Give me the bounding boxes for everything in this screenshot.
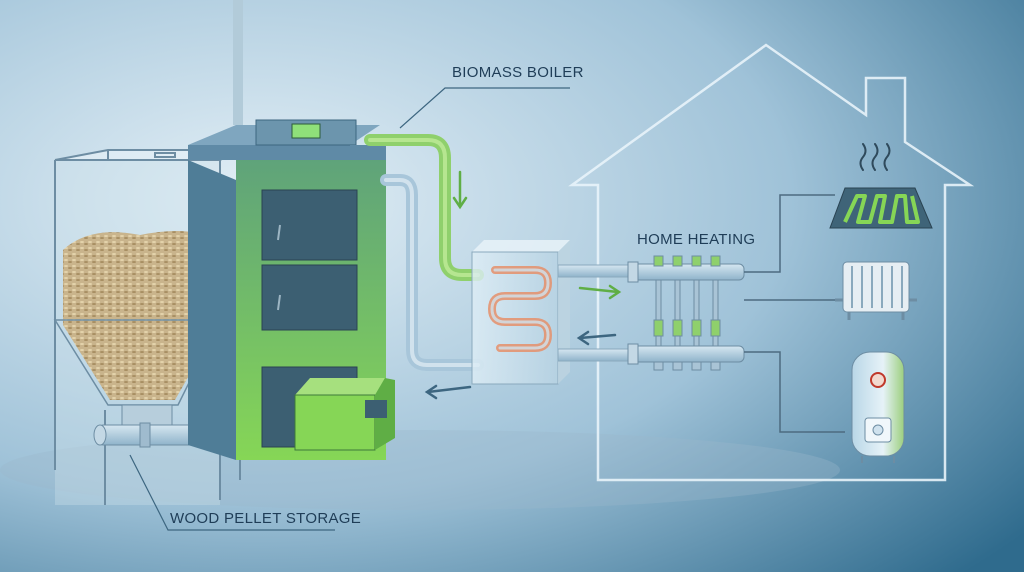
- emitter-connectors: [744, 194, 845, 433]
- chimney: [233, 0, 243, 125]
- biomass-boiler-label: BIOMASS BOILER: [452, 64, 584, 81]
- boiler-display: [291, 123, 321, 139]
- wood-pellet-storage-label: WOOD PELLET STORAGE: [170, 510, 362, 527]
- pellet-storage-bin: [53, 149, 241, 505]
- manifold-icon: [627, 255, 745, 371]
- water-tank-icon: [851, 351, 905, 463]
- heat-exchanger-icon: [471, 240, 570, 385]
- home-heating-label: HOME HEATING: [637, 231, 756, 248]
- flow-arrows: [424, 170, 622, 400]
- underfloor-heating-icon: [829, 143, 933, 229]
- radiator-icon: [835, 261, 917, 320]
- house-outline: [568, 43, 975, 482]
- callout-lines: [129, 87, 570, 531]
- burner-unit: [294, 378, 395, 451]
